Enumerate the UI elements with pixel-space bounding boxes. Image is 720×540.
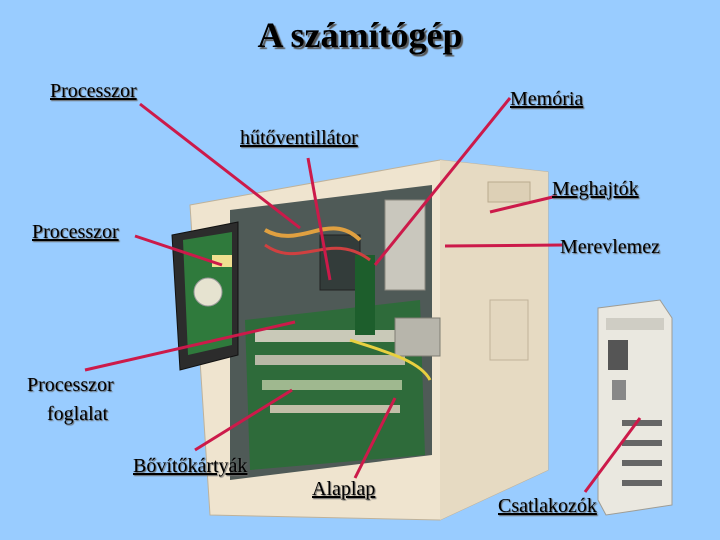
label-processzor-top: Processzor <box>50 80 137 102</box>
label-processzor-foglalat-2: foglalat <box>47 403 108 425</box>
label-merevlemez: Merevlemez <box>560 236 660 258</box>
rear-tower <box>598 300 672 515</box>
label-csatlakozok: Csatlakozók <box>498 495 597 517</box>
label-bovitokartyak: Bővítőkártyák <box>133 455 247 477</box>
label-processzor-foglalat-1: Processzor <box>27 374 114 396</box>
label-meghajtok: Meghajtók <box>552 178 639 200</box>
label-hutoventillator: hűtőventillátor <box>240 127 358 149</box>
label-processzor-left: Processzor <box>32 221 119 243</box>
label-alaplap: Alaplap <box>312 478 375 500</box>
label-memoria: Memória <box>510 88 583 110</box>
